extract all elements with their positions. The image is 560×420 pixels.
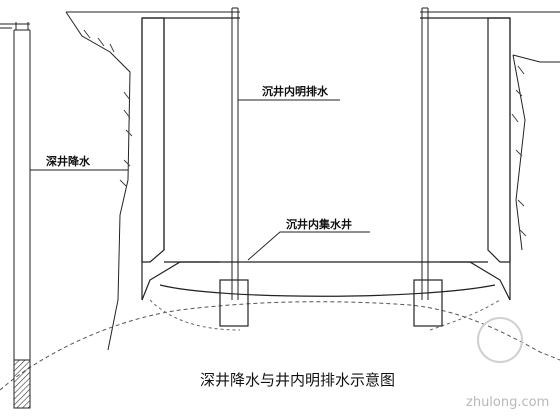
drain-pipe-right [421, 7, 429, 300]
drain-pipe-left [231, 7, 239, 300]
caisson-left-wall [141, 17, 165, 263]
soil-hatch-left [83, 29, 133, 187]
caisson-right-wall [487, 17, 511, 263]
deep-well [13, 22, 31, 409]
leader-lines [30, 99, 370, 261]
sump-left [219, 279, 249, 327]
label-sump: 沉井内集水井 [286, 217, 352, 231]
diagram-caption: 深井降水与井内明排水示意图 [200, 371, 395, 389]
soil-hatch-right [511, 65, 527, 237]
label-open-drain: 沉井内明排水 [262, 84, 329, 98]
ground-outline [0, 11, 560, 391]
watermark: zhulong.com [466, 317, 549, 410]
caisson-top [141, 17, 511, 300]
watermark-text: zhulong.com [466, 395, 549, 410]
sump-right [413, 279, 443, 327]
label-deep-well: 深井降水 [46, 154, 91, 168]
caisson-bottom [141, 261, 511, 301]
